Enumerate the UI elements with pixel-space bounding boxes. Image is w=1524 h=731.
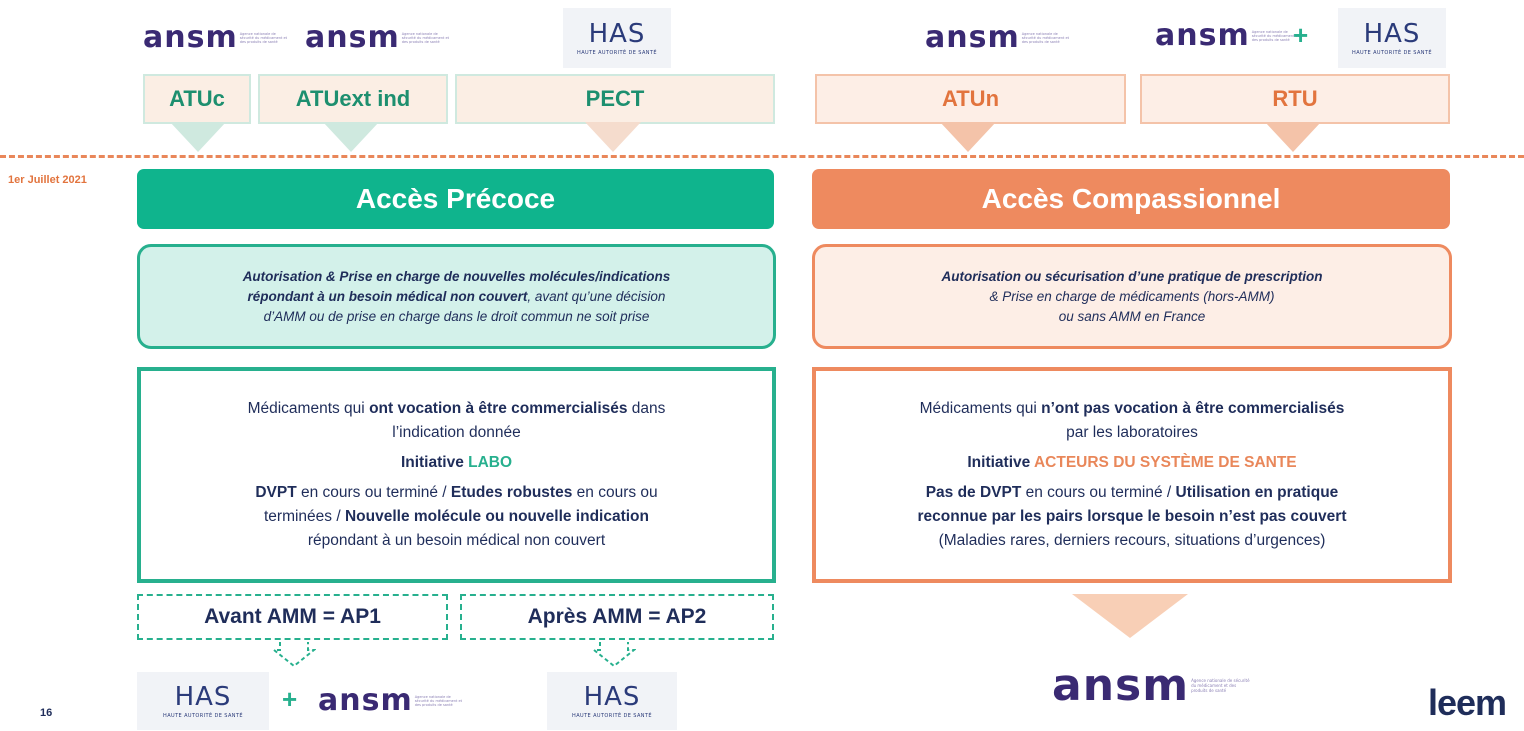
atuc-box: ATUc: [143, 74, 251, 124]
arrow-atuext: [323, 122, 379, 152]
ap1-box: Avant AMM = AP1: [137, 594, 448, 640]
arrow-pect: [585, 122, 641, 152]
ansm-logo-atun: ansm Agence nationale de sécurité du méd…: [925, 20, 1070, 55]
date-label: 1er Juillet 2021: [8, 174, 87, 186]
arrow-rtu: [1265, 122, 1321, 152]
ansm-logo-ap1: ansm Agence nationale de sécurité du méd…: [318, 683, 463, 718]
has-logo-rtu: HAS HAUTE AUTORITÉ DE SANTÉ: [1338, 8, 1446, 68]
arrow-atuc: [170, 122, 226, 152]
acces-compassionnel-details: Médicaments qui n’ont pas vocation à êtr…: [812, 367, 1452, 583]
acces-precoce-header: Accès Précoce: [137, 169, 774, 229]
leem-logo: leem: [1428, 682, 1507, 723]
rtu-box: RTU: [1140, 74, 1450, 124]
pect-box: PECT: [455, 74, 775, 124]
ap1-down-chevron: [272, 642, 316, 668]
acces-precoce-details: Médicaments qui ont vocation à être comm…: [137, 367, 776, 583]
ansm-logo-atuc: ansm Agence nationale de sécurité du méd…: [143, 20, 288, 55]
acces-compassionnel-description: Autorisation ou sécurisation d’une prati…: [812, 244, 1452, 349]
acces-precoce-description: Autorisation & Prise en charge de nouvel…: [137, 244, 776, 349]
date-divider-line: [0, 155, 1524, 158]
has-logo-pect: HAS HAUTE AUTORITÉ DE SANTÉ: [563, 8, 671, 68]
compassionnel-down-arrow: [1072, 594, 1188, 638]
ap2-down-chevron: [592, 642, 636, 668]
page-number: 16: [40, 707, 53, 719]
ansm-logo-atuext: ansm Agence nationale de sécurité du méd…: [305, 20, 450, 55]
ansm-logo-compassionnel: ansm Agence nationale de sécurité du méd…: [1052, 660, 1250, 711]
atuext-box: ATUext ind: [258, 74, 448, 124]
plus-sign-rtu: +: [1293, 20, 1309, 50]
atun-box: ATUn: [815, 74, 1126, 124]
acces-compassionnel-header: Accès Compassionnel: [812, 169, 1450, 229]
plus-sign-ap1: +: [282, 684, 298, 714]
has-logo-ap1: HAS HAUTE AUTORITÉ DE SANTÉ: [137, 672, 269, 730]
arrow-atun: [940, 122, 996, 152]
ap2-box: Après AMM = AP2: [460, 594, 774, 640]
has-logo-ap2: HAS HAUTE AUTORITÉ DE SANTÉ: [547, 672, 677, 730]
ansm-logo-rtu: ansm Agence nationale de sécurité du méd…: [1155, 18, 1300, 53]
